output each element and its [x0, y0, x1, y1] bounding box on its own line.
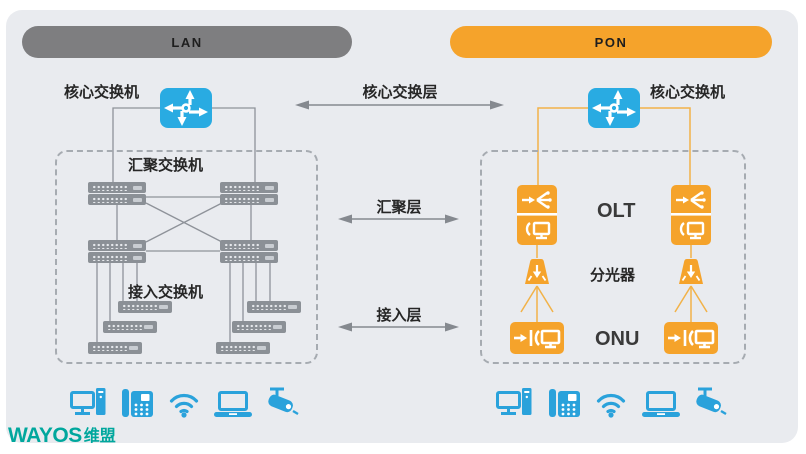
ip-phone-icon	[122, 388, 154, 423]
olt-label: OLT	[597, 200, 636, 222]
aggregation-switch-icon	[88, 182, 146, 193]
aggregation-switch-icon	[88, 252, 146, 263]
brand-wordmark: WAYOS	[8, 424, 82, 447]
laptop-icon	[214, 391, 252, 423]
access-layer-label: 接入层	[376, 307, 422, 324]
pon-header-label: PON	[594, 34, 628, 50]
core-layer-label: 核心交换层	[362, 84, 438, 101]
aggregation-switch-icon	[220, 194, 278, 205]
wifi-icon	[596, 391, 626, 423]
aggregation-switch-icon	[88, 194, 146, 205]
aggregation-switch-icon	[220, 182, 278, 193]
surveillance-camera-icon	[264, 387, 300, 422]
access-switch-icon	[88, 342, 142, 354]
splitter-label: 分光器	[590, 267, 636, 284]
lan-switch-group-box	[55, 150, 318, 364]
pon-header-bar: PON	[450, 26, 772, 58]
lan-header-bar: LAN	[22, 26, 352, 58]
desktop-computer-icon	[496, 388, 532, 423]
access-switch-icon	[118, 301, 172, 313]
olt-icon	[671, 185, 711, 245]
lan-core-switch-icon	[160, 88, 212, 128]
access-switch-icon	[103, 321, 157, 333]
aggregation-layer-label: 汇聚层	[376, 199, 422, 216]
desktop-computer-icon	[70, 388, 106, 423]
brand-logo: WAYOS 维盟	[8, 425, 116, 446]
access-switch-icon	[216, 342, 270, 354]
olt-icon	[517, 185, 557, 245]
pon-device-group-box	[480, 150, 746, 364]
onu-icon	[510, 322, 564, 354]
brand-chinese-name: 维盟	[83, 428, 116, 446]
lan-core-switch-label: 核心交换机	[64, 84, 140, 101]
access-switch-icon	[247, 301, 301, 313]
aggregation-switch-icon	[220, 252, 278, 263]
ip-phone-icon	[549, 388, 581, 423]
onu-label: ONU	[595, 328, 640, 350]
lan-header-label: LAN	[171, 34, 203, 50]
pon-core-switch-label: 核心交换机	[650, 84, 726, 101]
onu-icon	[664, 322, 718, 354]
diagram-panel	[6, 10, 798, 443]
splitter-icon	[676, 258, 706, 286]
pon-core-switch-icon	[588, 88, 640, 128]
laptop-icon	[642, 391, 680, 423]
lan-aggregation-label: 汇聚交换机	[128, 157, 204, 174]
surveillance-camera-icon	[692, 387, 728, 422]
lan-access-label: 接入交换机	[128, 284, 204, 301]
wifi-icon	[169, 391, 199, 423]
aggregation-switch-icon	[88, 240, 146, 251]
access-switch-icon	[232, 321, 286, 333]
aggregation-switch-icon	[220, 240, 278, 251]
splitter-icon	[522, 258, 552, 286]
